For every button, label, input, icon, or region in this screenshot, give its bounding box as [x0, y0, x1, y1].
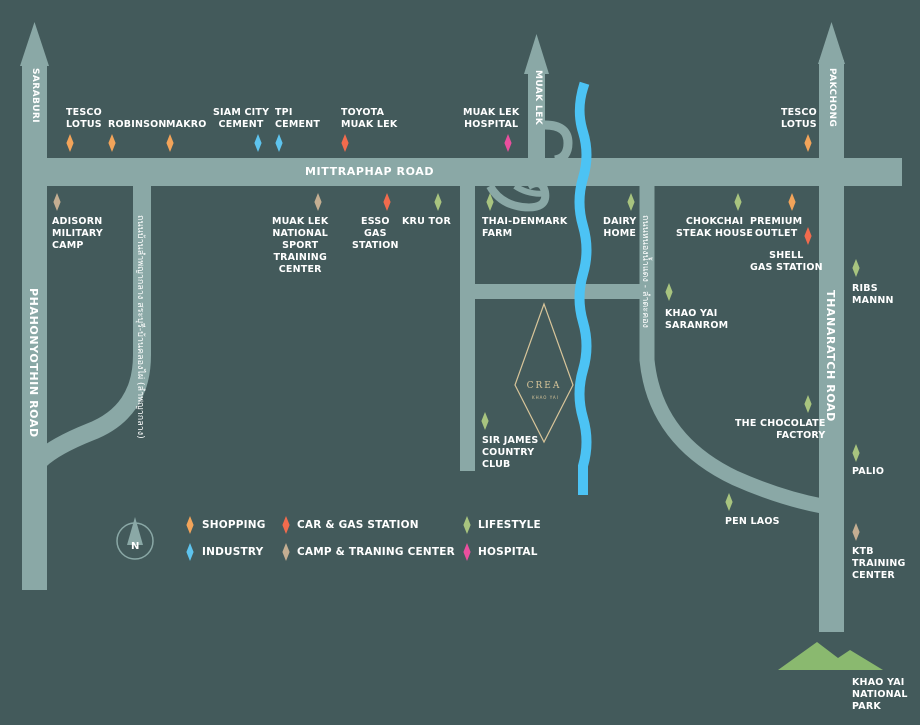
- arrow-muak-lek-icon: [524, 34, 549, 74]
- brand-crea: CREA: [526, 381, 562, 391]
- road-inner-west: [460, 186, 475, 471]
- pin-ktb-icon: [852, 523, 860, 541]
- label-khao-yai-saranrom: KHAO YAI SARANROM: [665, 308, 729, 331]
- pin-legend-industry-icon: [186, 543, 194, 561]
- label-kru-tor: KRU TOR: [402, 216, 451, 227]
- road-thai-right: [639, 186, 824, 514]
- road-thai-left: [33, 186, 151, 467]
- pin-tesco-lotus-left-icon: [66, 134, 74, 152]
- pin-muak-lek-hospital-icon: [504, 134, 512, 152]
- road-label-thai-right: ถนนหนองน้ำแดง - ลำตะคอง: [640, 215, 650, 328]
- pin-premium-outlet-icon: [788, 193, 796, 211]
- crea-project-diamond: [514, 302, 574, 444]
- road-interchange: [486, 179, 550, 212]
- pin-shell-icon: [804, 227, 812, 245]
- road-label-phahonyothin: PHAHONYOTHIN ROAD: [27, 288, 40, 438]
- road-mittraphap: [47, 158, 902, 186]
- arrow-pakchong-icon: [818, 22, 845, 64]
- label-palio: PALIO: [852, 466, 885, 477]
- legend-camp: CAMP & TRANING CENTER: [297, 546, 455, 558]
- pin-siam-city-cement-icon: [254, 134, 262, 152]
- pin-khao-yai-saranrom-icon: [665, 283, 673, 301]
- pin-ribs-mannn-icon: [852, 259, 860, 277]
- road-label-mittraphap: MITTRAPHAP ROAD: [305, 165, 435, 178]
- pin-muak-lek-sport-icon: [314, 193, 322, 211]
- road-label-thanaratch: THANARATCH ROAD: [824, 290, 837, 422]
- brand-crea-sub: KHAO YAI: [532, 395, 559, 400]
- pin-toyota-muak-lek-icon: [341, 134, 349, 152]
- road-label-muak-lek: MUAK LEK: [533, 70, 543, 126]
- pin-pen-laos-icon: [725, 493, 733, 511]
- pin-tesco-lotus-right-icon: [804, 134, 812, 152]
- pin-sir-james-icon: [481, 412, 489, 430]
- road-label-thai-left: ถนนบ้านลำพญากลาง สระบุรี-บ้านคลองไผ่ (ลำ…: [135, 215, 145, 439]
- label-thai-denmark: THAI-DENMARK FARM: [482, 216, 568, 239]
- pin-kru-tor-icon: [434, 193, 442, 211]
- label-chocolate-factory: THE CHOCOLATE FACTORY: [735, 418, 826, 441]
- label-khao-yai-park: KHAO YAI NATIONAL PARK: [852, 677, 908, 712]
- pin-chocolate-factory-icon: [804, 395, 812, 413]
- label-shell: SHELL GAS STATION: [750, 250, 823, 273]
- road-thanaratch: [819, 60, 844, 632]
- label-sir-james: SIR JAMES COUNTRY CLUB: [482, 435, 539, 470]
- pin-chokchai-icon: [734, 193, 742, 211]
- road-inner-cross: [475, 284, 640, 299]
- label-esso: ESSO GAS STATION: [352, 216, 399, 251]
- road-muak-lek-loop: [544, 120, 573, 165]
- label-tpi-cement: TPI CEMENT: [275, 107, 321, 130]
- label-robinson: ROBINSON: [108, 119, 167, 130]
- label-chokchai: CHOKCHAI STEAK HOUSE: [676, 216, 754, 239]
- pin-esso-icon: [383, 193, 391, 211]
- pin-palio-icon: [852, 444, 860, 462]
- road-label-pakchong: PAKCHONG: [827, 68, 837, 128]
- label-ribs-mannn: RIBS MANNN: [852, 283, 894, 306]
- legend-hospital: HOSPITAL: [478, 546, 538, 558]
- compass-north-label: N: [131, 541, 140, 552]
- pin-legend-camp-icon: [282, 543, 290, 561]
- pin-legend-car-gas-icon: [282, 516, 290, 534]
- arrow-saraburi-icon: [20, 22, 49, 66]
- pin-adisorn-icon: [53, 193, 61, 211]
- mountain-icon: [778, 642, 883, 670]
- pin-legend-hospital-icon: [463, 543, 471, 561]
- river: [574, 81, 592, 495]
- label-muak-lek-hospital: MUAK LEK HOSPITAL: [463, 107, 520, 130]
- label-adisorn: ADISORN MILITARY CAMP: [52, 216, 103, 251]
- road-phahonyothin: [22, 60, 47, 590]
- label-toyota-muak-lek: TOYOTA MUAK LEK: [341, 107, 398, 130]
- label-ktb: KTB TRAINING CENTER: [852, 546, 906, 581]
- legend-car-gas: CAR & GAS STATION: [297, 519, 419, 531]
- legend-shopping: SHOPPING: [202, 519, 266, 531]
- road-label-saraburi: SARABURI: [30, 68, 40, 123]
- pin-thai-denmark-icon: [486, 193, 494, 211]
- road-network: [20, 22, 902, 632]
- label-tesco-lotus-right: TESCO LOTUS: [781, 107, 817, 130]
- pin-legend-lifestyle-icon: [463, 516, 471, 534]
- legend-industry: INDUSTRY: [202, 546, 264, 558]
- pin-legend-shopping-icon: [186, 516, 194, 534]
- compass-icon: [116, 517, 154, 560]
- pin-makro-icon: [166, 134, 174, 152]
- label-muak-lek-sport: MUAK LEK NATIONAL SPORT TRAINING CENTER: [272, 216, 329, 275]
- pin-robinson-icon: [108, 134, 116, 152]
- pin-tpi-cement-icon: [275, 134, 283, 152]
- road-interchange-2: [513, 183, 549, 197]
- legend-lifestyle: LIFESTYLE: [478, 519, 541, 531]
- map-pins: [53, 134, 860, 561]
- label-siam-city-cement: SIAM CITY CEMENT: [213, 107, 270, 130]
- label-dairy-home: DAIRY HOME: [603, 216, 637, 239]
- road-muak-lek: [528, 70, 545, 160]
- label-pen-laos: PEN LAOS: [725, 516, 780, 527]
- label-makro: MAKRO: [166, 119, 207, 130]
- label-premium-outlet: PREMIUM OUTLET: [750, 216, 803, 239]
- label-tesco-lotus-left: TESCO LOTUS: [66, 107, 102, 130]
- pin-dairy-home-icon: [627, 193, 635, 211]
